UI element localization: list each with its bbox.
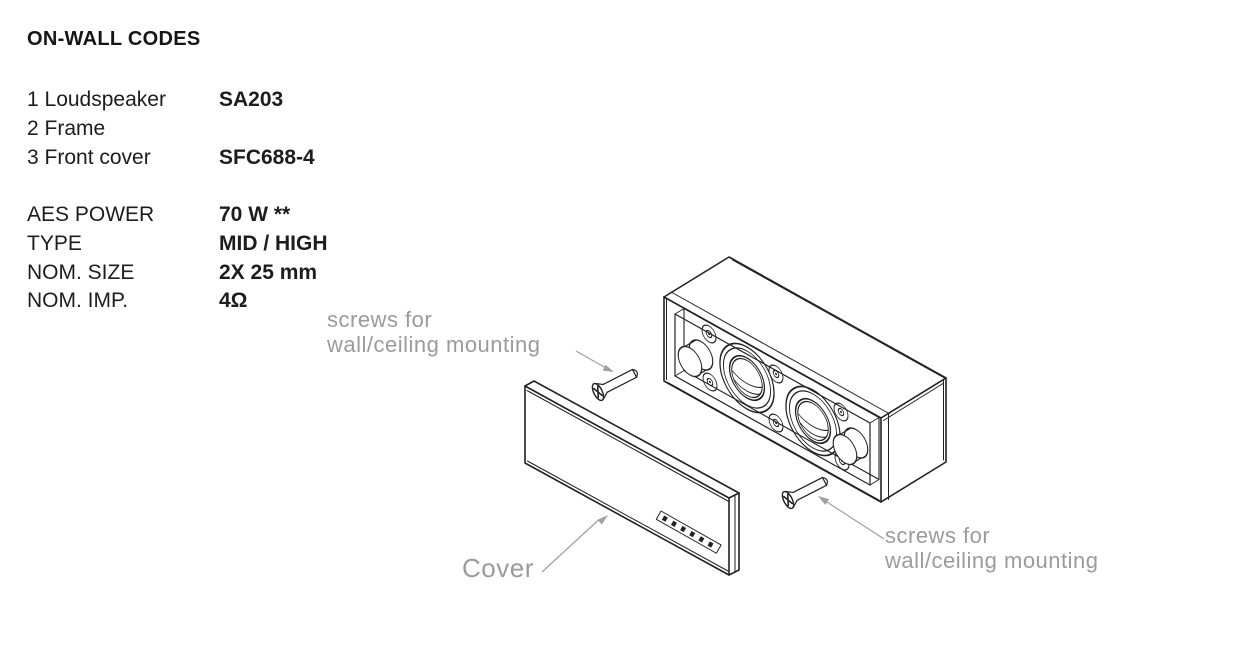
tweeter-left [719, 342, 775, 414]
spec-row: TYPE MID / HIGH [27, 230, 328, 259]
part-row: 3 Front cover SFC688-4 [27, 144, 315, 173]
part-code: SFC688-4 [219, 145, 315, 169]
spec-row: AES POWER 70 W ** [27, 201, 290, 230]
spec-value: 4Ω [219, 289, 248, 313]
leader-screws-bottom [818, 496, 885, 540]
leader-lines [541, 350, 885, 573]
annotation-cover: Cover [462, 553, 534, 583]
part-code: SA203 [219, 88, 284, 111]
part-label: 1 Loudspeaker [27, 88, 166, 111]
mounting-screw-top [591, 368, 638, 402]
leader-screws-top [575, 350, 614, 372]
spec-label: NOM. SIZE [27, 260, 135, 284]
part-row: 2 Frame [27, 115, 166, 144]
spec-label: TYPE [27, 231, 82, 255]
speaker-enclosure [663, 256, 947, 503]
part-label: 2 Frame [27, 116, 106, 140]
annotation-line: screws for [885, 523, 991, 548]
annotation-screws-top: screws for wall/ceiling mounting [327, 307, 541, 357]
annotation-line: Cover [462, 553, 534, 583]
leader-cover [541, 515, 608, 573]
annotation-line: screws for [327, 307, 433, 332]
spec-label: AES POWER [27, 203, 155, 226]
mounting-knob-right [832, 427, 869, 466]
spec-label: NOM. IMP. [27, 289, 129, 313]
parts-list: 1 Loudspeaker SA203 2 Frame 3 Front cove… [27, 86, 315, 173]
annotation-line: wall/ceiling mounting [327, 331, 541, 357]
spec-row: NOM. SIZE 2X 25 mm [27, 259, 317, 288]
page-title: ON-WALL CODES [27, 28, 201, 50]
part-label: 3 Front cover [27, 145, 151, 169]
part-row: 1 Loudspeaker SA203 [27, 86, 283, 115]
spec-row: NOM. IMP. 4Ω [27, 287, 248, 316]
spec-list: AES POWER 70 W ** TYPE MID / HIGH NOM. S… [27, 201, 328, 316]
mounting-screw-bottom [781, 476, 828, 510]
cover-panel [524, 380, 740, 576]
brand-badge [655, 510, 722, 554]
annotation-screws-bottom: screws for wall/ceiling mounting [885, 523, 1099, 573]
spec-value: 2X 25 mm [219, 260, 318, 284]
spec-value: 70 W ** [219, 203, 291, 226]
mounting-knob-left [677, 339, 714, 378]
spec-value: MID / HIGH [219, 231, 328, 255]
annotation-line: wall/ceiling mounting [885, 547, 1099, 573]
